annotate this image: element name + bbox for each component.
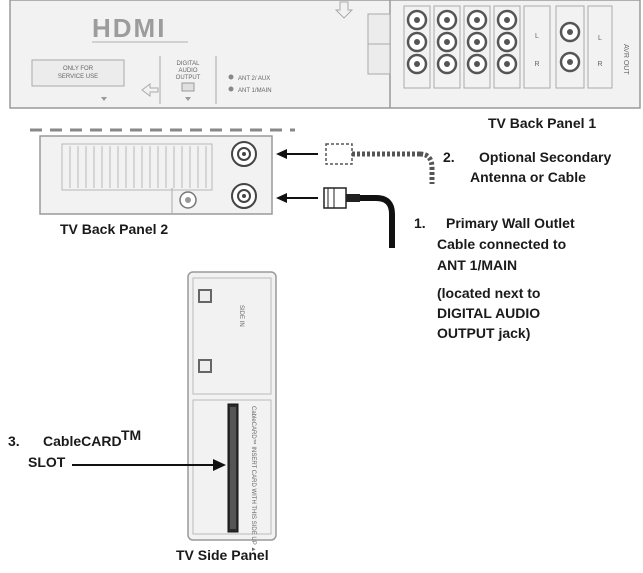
av-jack-grid: L R L R AVR OUT [403, 5, 629, 89]
cablecard-area [192, 399, 272, 535]
callout-3-trademark: TM [121, 427, 141, 443]
jack-column-1-frame [403, 5, 431, 89]
jack-3c-pin [474, 61, 480, 67]
side-input-label: SIDE IN [238, 305, 244, 327]
jack-column-2 [433, 5, 461, 89]
jack-3a-pin [474, 17, 480, 23]
panel-1-caption: TV Back Panel 1 [488, 115, 596, 131]
panel-2-caption: TV Back Panel 2 [60, 221, 168, 237]
hdmi-logo: HDMI [92, 13, 166, 43]
callout-1: 1. Primary Wall Outlet Cable connected t… [414, 215, 575, 341]
digital-audio-label-3: OUTPUT [176, 75, 201, 81]
callout-1-line-5: DIGITAL AUDIO [437, 305, 540, 321]
jack-column-3-frame [463, 5, 491, 89]
arrow-to-ant1-head [276, 193, 287, 203]
tv-back-panel-1: HDMI ONLY FOR SERVICE USE DIGITAL AUDIO … [9, 0, 641, 131]
jack-3b-pin [474, 39, 480, 45]
side-input-area [192, 277, 272, 395]
panel-1-body [9, 0, 641, 109]
ant2-coax-pin [242, 152, 246, 156]
service-label-2: SERVICE USE [58, 74, 98, 80]
digital-audio-jack [181, 82, 195, 92]
jack-4a-pin [504, 17, 510, 23]
audio-l-label-1: L [535, 33, 539, 40]
side-input-jack-2 [198, 359, 212, 373]
callout-1-line-3: ANT 1/MAIN [437, 257, 517, 273]
jack-avr-r-pin [567, 59, 573, 65]
primary-connector-neck [346, 194, 360, 202]
jack-column-avr-frame [555, 5, 585, 89]
jack-column-avr-labels: L R AVR OUT [587, 5, 629, 89]
jack-1a-pin [414, 17, 420, 23]
primary-connector-body [323, 187, 347, 209]
jack-avr-l-pin [567, 29, 573, 35]
jack-2c-pin [444, 61, 450, 67]
ant2-label: ANT 2/ AUX [238, 76, 270, 82]
audio-r-label-2: R [597, 61, 602, 68]
jack-column-4-frame [493, 5, 521, 89]
callout-1-line-2: Cable connected to [437, 236, 566, 252]
ant2-dot-icon [228, 74, 234, 80]
jack-1b-pin [414, 39, 420, 45]
callout-3: 3. CableCARD TM SLOT [8, 427, 226, 471]
left-arrow-icon [141, 83, 159, 97]
cable-connections [276, 143, 435, 248]
callout-3-line-1: CableCARD [43, 433, 122, 449]
callout-1-line-1: Primary Wall Outlet [446, 215, 575, 231]
digital-audio-label-1: DIGITAL [177, 61, 201, 67]
jack-4b-pin [504, 39, 510, 45]
ant1-coax-pin [242, 194, 246, 198]
callout-1-line-4: (located next to [437, 285, 540, 301]
jack-1c-pin [414, 61, 420, 67]
vent-frame [61, 143, 213, 191]
callout-2-line-1: Optional Secondary [479, 149, 611, 165]
jack-column-2-frame [433, 5, 461, 89]
digital-audio-label-2: AUDIO [178, 68, 197, 74]
arrow-to-cablecard-head [213, 459, 226, 471]
ant1-dot-icon [228, 86, 234, 92]
jack-4c-pin [504, 61, 510, 67]
service-use-port [31, 59, 125, 87]
jack-column-audio: L R [523, 5, 551, 89]
optional-coax-connector [325, 143, 435, 184]
callout-1-line-6: OUTPUT jack) [437, 325, 530, 341]
jack-column-3 [463, 5, 491, 89]
callout-2-line-2: Antenna or Cable [470, 169, 586, 185]
callout-3-line-2: SLOT [28, 454, 66, 470]
jack-column-avr [555, 5, 585, 89]
jack-column-audio-frame [523, 5, 551, 89]
audio-l-label-2: L [598, 35, 602, 42]
service-arrow-icon [101, 97, 107, 101]
down-arrow-icon [334, 1, 354, 19]
service-label-1: ONLY FOR [63, 66, 94, 72]
vent-slots [61, 143, 213, 191]
jack-2a-pin [444, 17, 450, 23]
avr-label-frame [587, 5, 613, 89]
primary-cable [360, 195, 395, 248]
callout-3-number: 3. [8, 433, 20, 449]
callout-1-number: 1. [414, 215, 426, 231]
jack-2b-pin [444, 39, 450, 45]
side-panel-caption: TV Side Panel [176, 547, 269, 563]
cablecard-slot-inner [230, 407, 236, 529]
side-input-jack-1 [198, 289, 212, 303]
avr-out-label: AVR OUT [622, 44, 629, 75]
callout-2: 2. Optional Secondary Antenna or Cable [443, 149, 611, 185]
callout-2-number: 2. [443, 149, 455, 165]
jack-column-4 [493, 5, 521, 89]
panel-2-small-jack-pin [185, 197, 191, 203]
tv-side-panel: SIDE IN CableCARD™ INSERT CARD WITH THIS… [176, 271, 277, 563]
cablecard-vertical-label: CableCARD™ INSERT CARD WITH THIS SIDE UP… [250, 406, 257, 552]
ant1-label: ANT 1/MAIN [238, 88, 272, 94]
jack-column-1 [403, 5, 431, 89]
tv-back-panel-2: TV Back Panel 2 [30, 128, 295, 237]
optional-cable-bend [419, 151, 435, 184]
arrow-to-ant2-head [276, 149, 287, 159]
audio-r-label-1: R [534, 61, 539, 68]
optional-connector-body [325, 143, 353, 165]
digital-audio-arrow-icon [185, 97, 191, 101]
primary-coax-connector [323, 187, 395, 248]
